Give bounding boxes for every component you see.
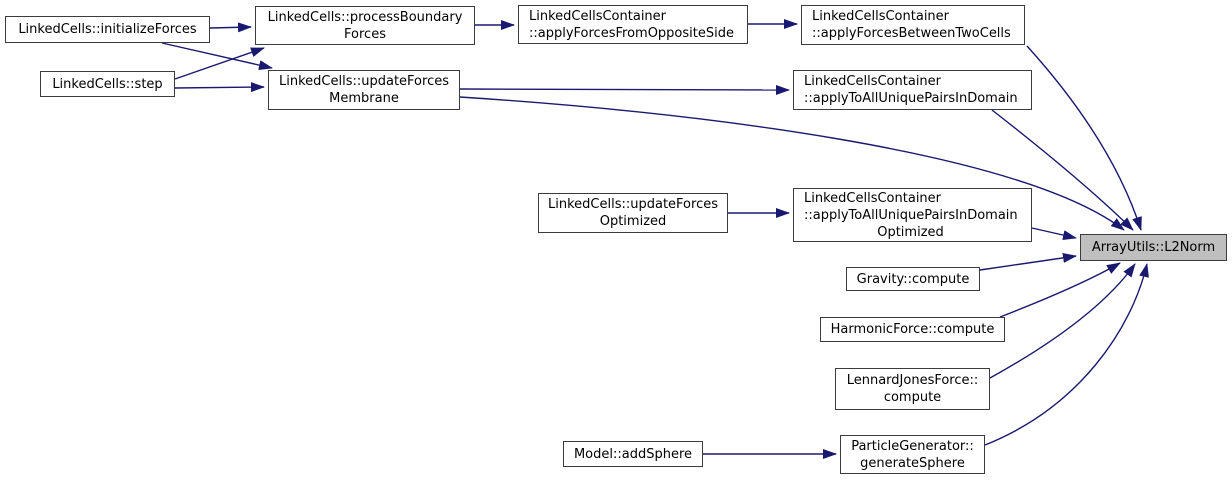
edge-harmonic-force-compute-to-l2norm [999, 262, 1121, 318]
node-label: ::applyToAllUniquePairsInDomain [804, 207, 1018, 223]
edge-step-to-process-boundary-forces [174, 47, 265, 80]
node-harmonic-force-compute[interactable]: HarmonicForce::compute [820, 317, 1005, 342]
node-label: Optimized [877, 224, 944, 240]
edge-apply-to-all-unique-pairs-in-domain-to-l2norm [991, 109, 1134, 231]
edge-update-forces-membrane-to-l2norm [459, 96, 1125, 231]
edge-gravity-compute-to-l2norm [979, 252, 1077, 271]
node-label: LinkedCells::step [52, 76, 163, 92]
edge-update-forces-membrane-to-apply-to-all-unique-pairs-in-domain [459, 84, 790, 95]
edge-lennard-jones-force-compute-to-l2norm [989, 263, 1136, 379]
node-label: LinkedCells::processBoundary [267, 9, 463, 25]
node-label: LennardJonesForce:: [846, 373, 979, 388]
edge-generate-sphere-to-l2norm [984, 263, 1149, 446]
node-label: HarmonicForce::compute [830, 322, 995, 337]
edge-apply-to-all-unique-pairs-in-domain-optimized-to-l2norm [1031, 227, 1077, 240]
node-model-add-sphere[interactable]: Model::addSphere [563, 441, 703, 467]
node-label: ParticleGenerator:: [851, 438, 974, 454]
node-linkedcells-process-boundary-forces[interactable]: LinkedCells::processBoundary Forces [255, 6, 475, 45]
node-label: ::applyForcesFromOppositeSide [529, 25, 734, 41]
node-apply-to-all-unique-pairs-in-domain-optimized[interactable]: LinkedCellsContainer ::applyToAllUniqueP… [793, 188, 1032, 242]
node-apply-to-all-unique-pairs-in-domain[interactable]: LinkedCellsContainer ::applyToAllUniqueP… [793, 70, 1032, 110]
node-arrayutils-l2norm-target: ArrayUtils::L2Norm [1080, 234, 1227, 261]
node-lennard-jones-force-compute[interactable]: LennardJonesForce:: compute [835, 368, 990, 410]
node-label: Gravity::compute [856, 271, 970, 287]
node-label: LinkedCellsContainer [812, 9, 950, 24]
node-label: LinkedCells::initializeForces [18, 22, 197, 37]
edge-initialize-forces-to-update-forces-membrane [161, 42, 273, 70]
node-particle-generator-generate-sphere[interactable]: ParticleGenerator:: generateSphere [840, 435, 985, 474]
node-linkedcells-step[interactable]: LinkedCells::step [40, 71, 175, 97]
node-label: Optimized [599, 214, 667, 229]
node-label: LinkedCellsContainer [529, 8, 667, 24]
node-label: LinkedCellsContainer [804, 74, 942, 89]
node-linkedcells-initialize-forces[interactable]: LinkedCells::initializeForces [5, 16, 210, 43]
node-label: LinkedCells::updateForces [279, 74, 449, 89]
edge-step-to-update-forces-membrane [174, 82, 265, 93]
edge-initialize-forces-to-process-boundary-forces [209, 22, 252, 33]
node-label: LinkedCellsContainer [804, 190, 942, 206]
node-label: ::applyForcesBetweenTwoCells [812, 26, 1011, 41]
node-linkedcells-update-forces-optimized[interactable]: LinkedCells::updateForces Optimized [538, 193, 728, 233]
node-label: Membrane [329, 91, 399, 106]
node-label: LinkedCells::updateForces [548, 197, 718, 212]
node-label: Model::addSphere [573, 446, 693, 462]
edge-apply-forces-between-two-cells-to-l2norm [1026, 45, 1142, 231]
node-label: generateSphere [860, 455, 965, 471]
node-gravity-compute[interactable]: Gravity::compute [846, 267, 980, 291]
node-label: compute [883, 390, 942, 405]
node-linkedcells-update-forces-membrane[interactable]: LinkedCells::updateForces Membrane [268, 70, 460, 110]
node-label: ArrayUtils::L2Norm [1091, 240, 1216, 255]
node-label: ::applyToAllUniquePairsInDomain [804, 91, 1018, 106]
node-apply-forces-between-two-cells[interactable]: LinkedCellsContainer ::applyForcesBetwee… [801, 5, 1025, 45]
node-label: Forces [344, 26, 386, 42]
node-apply-forces-from-opposite-side[interactable]: LinkedCellsContainer ::applyForcesFromOp… [518, 5, 748, 44]
